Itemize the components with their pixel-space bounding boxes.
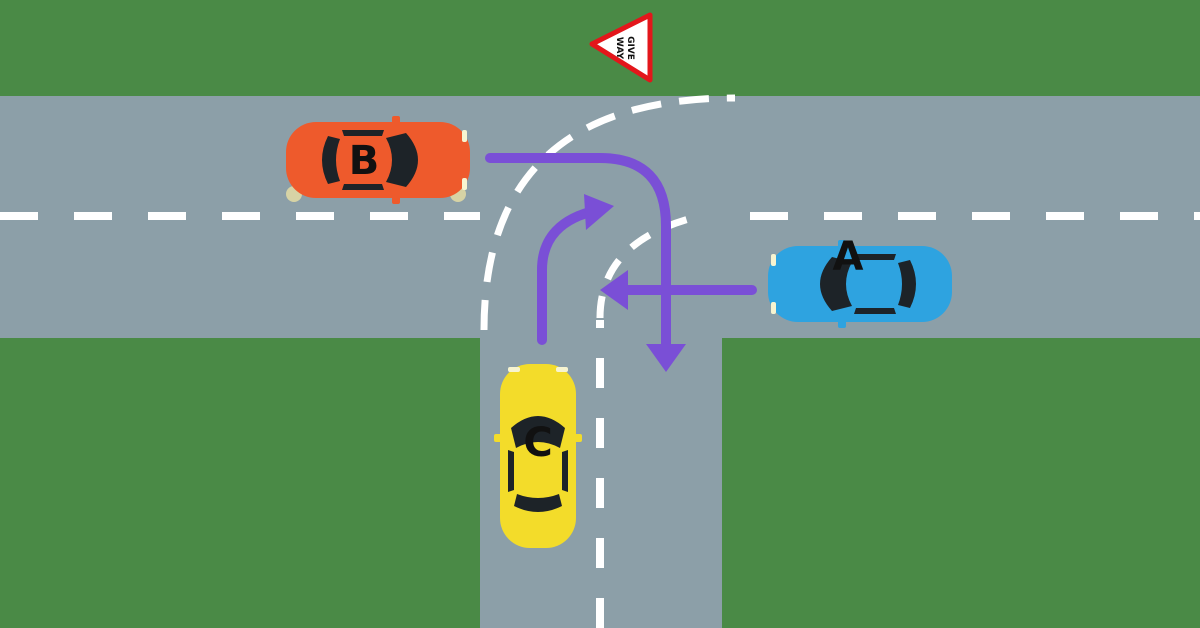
path-b-arrow: [485, 153, 671, 355]
car-c-label: C: [523, 420, 552, 466]
lane-markings: [0, 212, 1200, 628]
car-icon: [768, 240, 952, 328]
car-c: C: [494, 364, 582, 548]
turn-guide-lines: [480, 94, 736, 331]
path-b-arrowhead-fill: [646, 344, 686, 372]
path-c-arrowhead-fill: [584, 194, 614, 230]
car-icon: [286, 116, 470, 204]
give-way-sign-line1: GIVE: [625, 36, 635, 60]
car-a-label: A: [833, 234, 864, 280]
give-way-sign-line2: WAY: [614, 37, 624, 60]
give-way-sign: GIVE WAY: [589, 12, 653, 83]
car-icon: [494, 364, 582, 548]
car-b-label: B: [349, 138, 380, 184]
car-b: B: [286, 116, 470, 204]
car-a: A: [768, 234, 952, 328]
path-arrowheads: [584, 194, 686, 372]
path-a-arrowhead-fill: [600, 270, 628, 310]
